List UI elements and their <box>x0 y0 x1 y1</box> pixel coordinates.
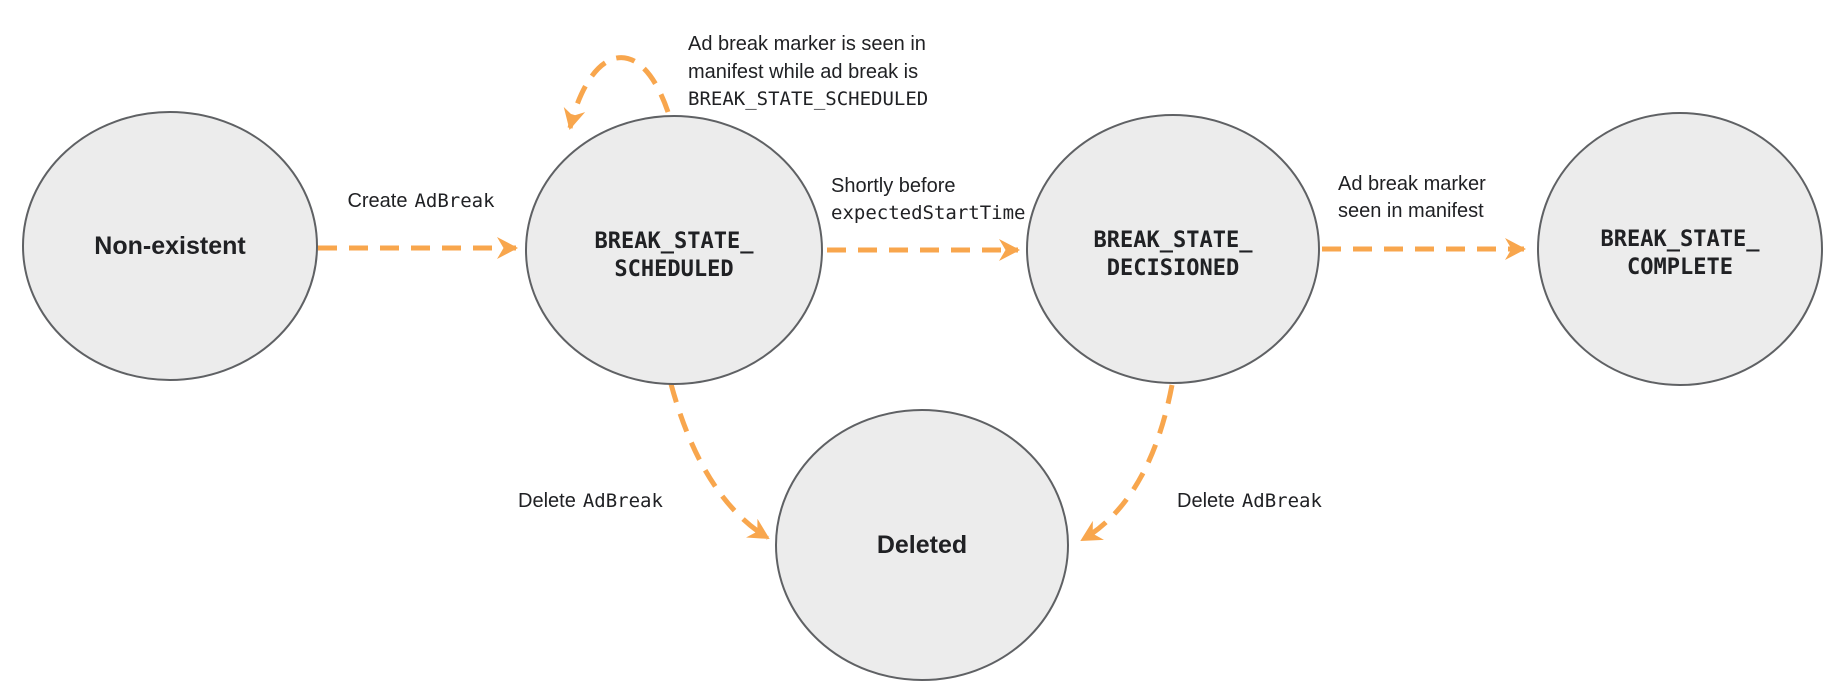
edge-label-self-loop-line1: Ad break marker is seen in <box>688 33 926 55</box>
edge-self-loop-scheduled <box>563 55 671 130</box>
edge-label-delete-left: Delete AdBreak <box>518 490 663 512</box>
edge-label-marker-seen-line2: seen in manifest <box>1338 200 1484 222</box>
edge-decisioned-to-deleted <box>1080 384 1175 543</box>
state-label-deleted: Deleted <box>877 531 967 559</box>
edge-label-create-adbreak: Create AdBreak <box>347 190 495 212</box>
edge-label-delete-right-code: AdBreak <box>1242 490 1323 512</box>
state-label-scheduled-line2: SCHEDULED <box>614 257 733 282</box>
edge-label-marker-seen-line1: Ad break marker <box>1338 173 1486 195</box>
edge-label-delete-right: Delete AdBreak <box>1177 490 1322 512</box>
edge-label-create-code: AdBreak <box>414 190 495 212</box>
state-node-break-state-scheduled <box>525 115 823 385</box>
edge-label-delete-left-code: AdBreak <box>583 490 664 512</box>
edge-label-self-loop-code: BREAK_STATE_SCHEDULED <box>688 88 928 110</box>
state-node-deleted <box>775 409 1069 681</box>
edge-label-delete-right-text: Delete <box>1177 490 1235 512</box>
state-node-break-state-complete <box>1537 112 1823 386</box>
edge-label-shortly-before-code: expectedStartTime <box>831 202 1025 224</box>
state-label-complete-line1: BREAK_STATE_ <box>1601 227 1761 252</box>
edge-label-delete-left-text: Delete <box>518 490 576 512</box>
edge-scheduled-to-deleted <box>668 383 770 541</box>
edge-label-self-loop-line2: manifest while ad break is <box>688 61 918 83</box>
edge-label-create-text: Create <box>347 190 407 212</box>
state-node-non-existent <box>22 111 318 381</box>
state-node-break-state-decisioned <box>1026 114 1320 384</box>
state-label-decisioned-line2: DECISIONED <box>1107 256 1239 281</box>
state-label-non-existent: Non-existent <box>94 232 246 260</box>
state-label-scheduled-line1: BREAK_STATE_ <box>595 229 755 254</box>
state-label-complete-line2: COMPLETE <box>1627 255 1733 280</box>
state-label-decisioned-line1: BREAK_STATE_ <box>1094 228 1254 253</box>
edge-label-shortly-before-text: Shortly before <box>831 175 956 197</box>
